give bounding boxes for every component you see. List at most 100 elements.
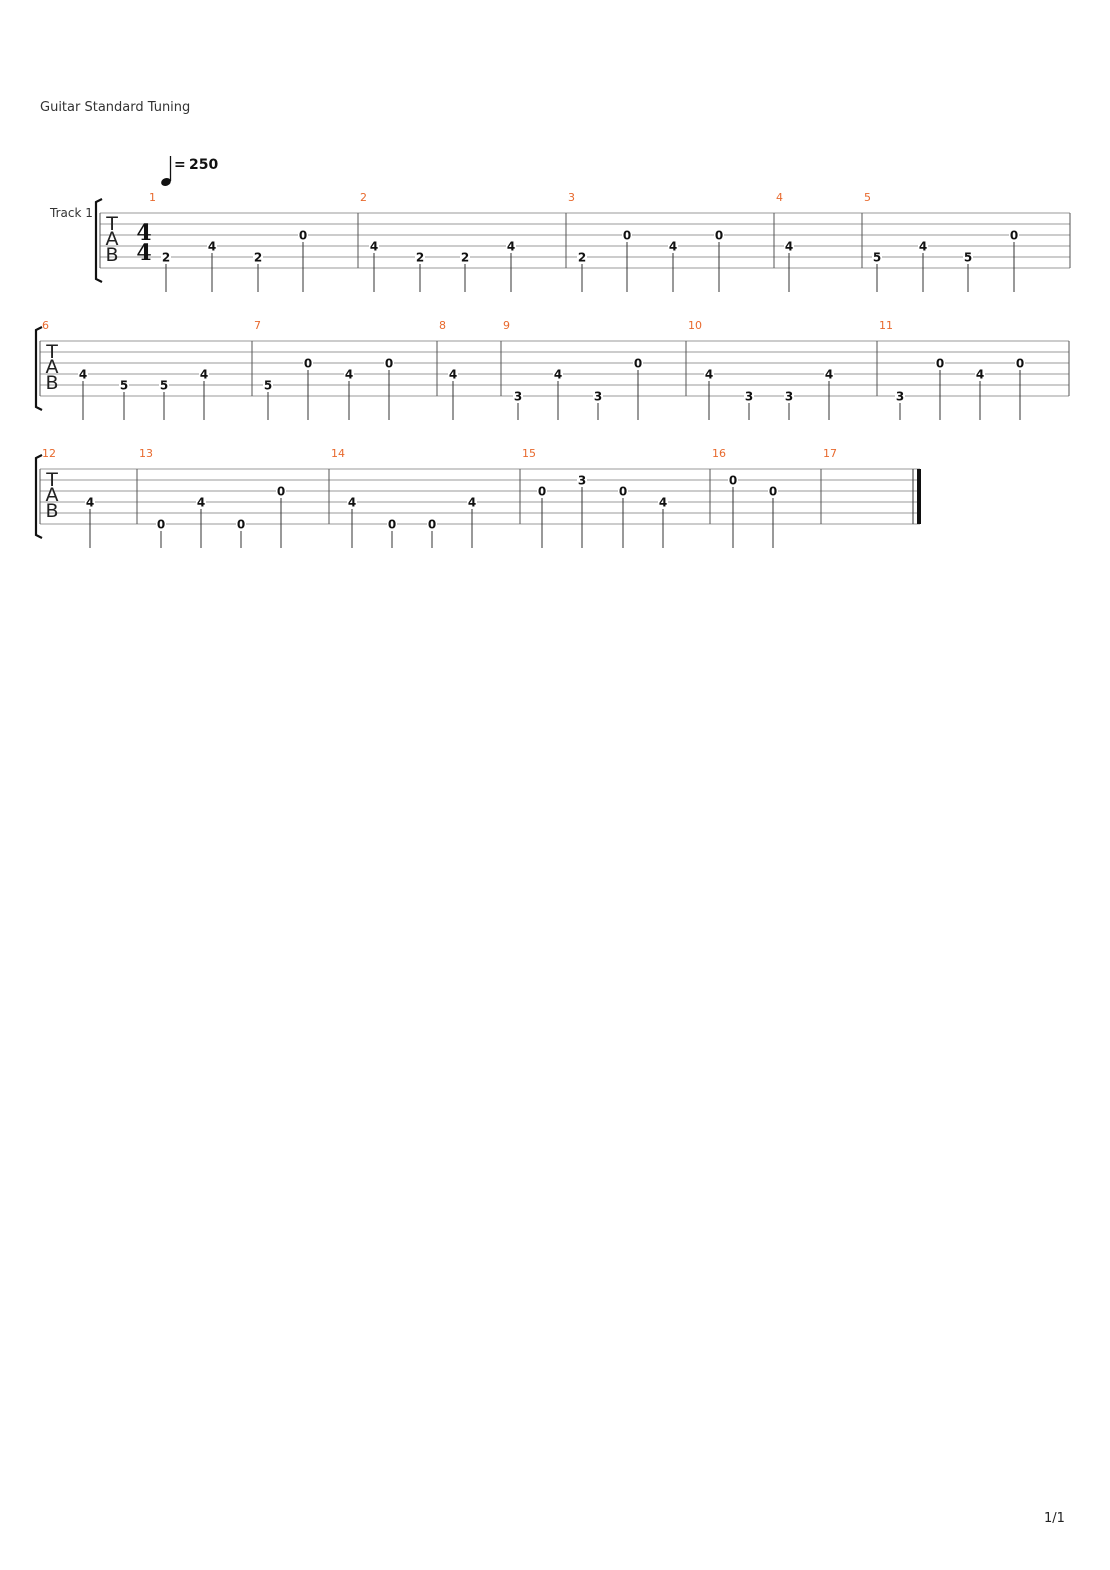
fret-backdrop <box>448 368 458 380</box>
tab-letter-t: T <box>45 341 58 363</box>
fret-backdrop <box>159 379 169 391</box>
fret-number: 5 <box>873 251 881 265</box>
fret-number: 0 <box>936 357 944 371</box>
measure-number: 16 <box>712 447 726 460</box>
tempo-equals: = <box>174 157 186 173</box>
measure-number: 8 <box>439 319 446 332</box>
page-number: 1/1 <box>1044 1511 1065 1526</box>
fret-number: 3 <box>594 390 602 404</box>
tab-letter-b: B <box>105 244 118 266</box>
fret-backdrop <box>263 379 273 391</box>
fret-number: 2 <box>162 251 170 265</box>
fret-number: 0 <box>237 518 245 532</box>
tab-letter-b: B <box>45 500 58 522</box>
fret-backdrop <box>553 368 563 380</box>
fret-backdrop <box>935 357 945 369</box>
quarter-note-icon <box>161 178 171 186</box>
fret-backdrop <box>622 229 632 241</box>
fret-backdrop <box>537 485 547 497</box>
measure-number: 10 <box>688 319 702 332</box>
fret-number: 0 <box>299 229 307 243</box>
fret-number: 0 <box>1016 357 1024 371</box>
system-bracket <box>94 198 103 283</box>
fret-number: 4 <box>345 368 353 382</box>
tab-letter-t: T <box>45 469 58 491</box>
fret-backdrop <box>618 485 628 497</box>
fret-backdrop <box>577 474 587 486</box>
fret-number: 4 <box>208 240 216 254</box>
fret-backdrop <box>577 251 587 263</box>
time-signature-numerator: 4 <box>136 220 151 246</box>
fret-number: 4 <box>200 368 208 382</box>
fret-backdrop <box>207 240 217 252</box>
fret-backdrop <box>704 368 714 380</box>
fret-backdrop <box>85 496 95 508</box>
fret-number: 4 <box>554 368 562 382</box>
fret-backdrop <box>236 518 246 530</box>
fret-backdrop <box>347 496 357 508</box>
fret-backdrop <box>119 379 129 391</box>
fret-backdrop <box>918 240 928 252</box>
fret-backdrop <box>199 368 209 380</box>
fret-backdrop <box>303 357 313 369</box>
fret-number: 2 <box>578 251 586 265</box>
fret-backdrop <box>668 240 678 252</box>
fret-number: 4 <box>468 496 476 510</box>
fret-backdrop <box>384 357 394 369</box>
fret-number: 4 <box>825 368 833 382</box>
fret-number: 4 <box>507 240 515 254</box>
fret-backdrop <box>975 368 985 380</box>
tab-letter-a: A <box>106 228 119 250</box>
fret-number: 0 <box>623 229 631 243</box>
fret-number: 4 <box>705 368 713 382</box>
fret-number: 0 <box>715 229 723 243</box>
tempo-value: 250 <box>189 157 218 173</box>
measure-number: 15 <box>522 447 536 460</box>
fret-backdrop <box>156 518 166 530</box>
measure-number: 7 <box>254 319 261 332</box>
fret-backdrop <box>467 496 477 508</box>
fret-backdrop <box>728 474 738 486</box>
fret-number: 3 <box>514 390 522 404</box>
fret-backdrop <box>161 251 171 263</box>
fret-number: 2 <box>254 251 262 265</box>
fret-number: 2 <box>416 251 424 265</box>
fret-number: 0 <box>428 518 436 532</box>
fret-backdrop <box>344 368 354 380</box>
fret-backdrop <box>427 518 437 530</box>
fret-number: 4 <box>976 368 984 382</box>
tab-letter-b: B <box>45 372 58 394</box>
fret-backdrop <box>1015 357 1025 369</box>
fret-backdrop <box>872 251 882 263</box>
measure-number: 2 <box>360 191 367 204</box>
fret-backdrop <box>633 357 643 369</box>
fret-backdrop <box>1009 229 1019 241</box>
measure-number: 3 <box>568 191 575 204</box>
fret-number: 0 <box>634 357 642 371</box>
fret-backdrop <box>387 518 397 530</box>
measure-number: 4 <box>776 191 783 204</box>
fret-backdrop <box>744 390 754 402</box>
fret-backdrop <box>784 390 794 402</box>
fret-number: 4 <box>370 240 378 254</box>
fret-backdrop <box>714 229 724 241</box>
fret-number: 0 <box>304 357 312 371</box>
fret-number: 4 <box>659 496 667 510</box>
fret-number: 0 <box>1010 229 1018 243</box>
tab-letter-a: A <box>46 484 59 506</box>
fret-number: 0 <box>619 485 627 499</box>
fret-backdrop <box>895 390 905 402</box>
fret-number: 4 <box>86 496 94 510</box>
fret-backdrop <box>276 485 286 497</box>
fret-number: 5 <box>264 379 272 393</box>
time-signature-denominator: 4 <box>136 240 151 266</box>
measure-number: 5 <box>864 191 871 204</box>
fret-number: 5 <box>964 251 972 265</box>
fret-number: 0 <box>769 485 777 499</box>
fret-backdrop <box>824 368 834 380</box>
fret-number: 4 <box>669 240 677 254</box>
fret-number: 4 <box>449 368 457 382</box>
fret-number: 4 <box>785 240 793 254</box>
fret-backdrop <box>513 390 523 402</box>
